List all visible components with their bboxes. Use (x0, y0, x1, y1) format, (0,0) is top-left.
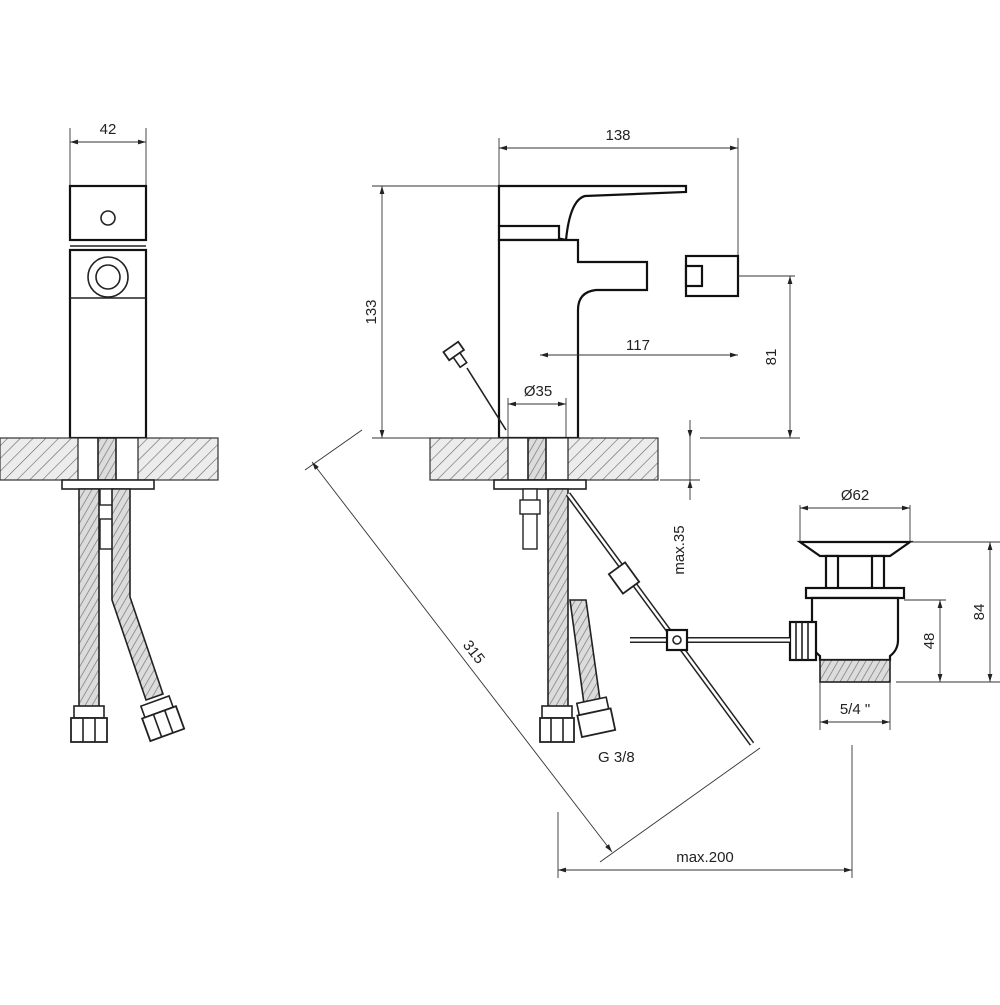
mounting-plate (61, 479, 155, 490)
valve-body (810, 596, 900, 662)
lever-handle (68, 184, 148, 242)
valve-diameter-label: Ø62 (841, 487, 869, 504)
front-view: 42 (0, 121, 219, 743)
aerator-ring-icon (87, 256, 129, 298)
hose-nut-right (140, 705, 186, 743)
valve-cap (796, 540, 914, 558)
side-hose-left (547, 488, 569, 711)
side-hose-right (569, 599, 601, 705)
valve-flange (804, 586, 906, 600)
deck-thickness-label: max.35 (671, 525, 688, 574)
side-hose-nut (539, 717, 575, 743)
hose-left (78, 488, 100, 711)
hole-diameter-label: Ø35 (524, 383, 552, 400)
hose-length-line (311, 461, 613, 853)
hose-right (111, 488, 165, 702)
side-faucet-body (497, 238, 649, 440)
faucet-body (68, 248, 148, 440)
connection-label: G 3/8 (598, 749, 635, 766)
waste-valve: Ø62 84 48 5/4 " (630, 487, 1000, 730)
popup-knob (442, 340, 468, 369)
valve-body-height-label: 48 (921, 633, 938, 650)
linkage-clamp (665, 628, 689, 652)
rod-clamp (607, 561, 641, 595)
width-label: 42 (100, 121, 117, 138)
valve-total-height-label: 84 (971, 604, 988, 621)
valve-thread-label: 5/4 " (840, 701, 870, 718)
side-view: 138 133 117 81 Ø35 (304, 127, 853, 878)
hose-length-label: 315 (459, 637, 488, 667)
spout-height-label: 81 (763, 349, 780, 366)
depth-label: 138 (605, 127, 630, 144)
height-label: 133 (363, 299, 380, 324)
linkage-nut (788, 620, 818, 662)
valve-thread (819, 659, 891, 683)
spout-reach-label: 117 (626, 337, 650, 354)
lever-screw-icon (100, 210, 116, 226)
hose-nut-left (70, 717, 108, 743)
rod-length-label: max.200 (676, 849, 734, 866)
